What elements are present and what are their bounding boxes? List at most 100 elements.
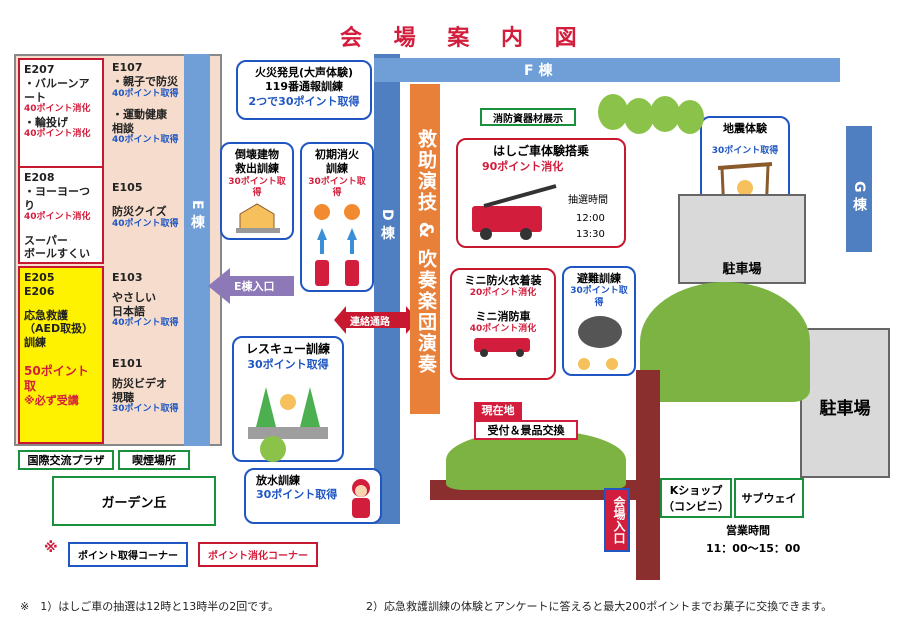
room-e208[interactable]: E208 ・ヨーヨーつり 40ポイント消化 スーパー ボールすくい (18, 166, 104, 264)
points-label: 40ポイント取得 (112, 135, 179, 146)
activity-label: 防災ビデオ (112, 376, 167, 390)
activity-label: 訓練 (24, 336, 46, 349)
international-plaza[interactable]: 国際交流プラザ (18, 450, 114, 470)
points-label: 30ポイント取得 (228, 176, 286, 199)
tree-icon (624, 98, 654, 134)
activity-label: ・ヨーヨーつり (24, 184, 90, 212)
card-fire-report[interactable]: 火災発見(大声体験)119番通報訓練 2つで30ポイント取得 (236, 60, 372, 120)
room-code: E103 (112, 271, 143, 284)
card-initial-fire[interactable]: 初期消火訓練 30ポイント取得 (300, 142, 374, 292)
hours-value: 11：00～15：00 (706, 542, 801, 555)
tree-icon (676, 100, 704, 134)
room-code: E207 (24, 63, 55, 76)
points-label: 40ポイント消化 (24, 212, 91, 223)
mini-fire-engine-icon (474, 337, 530, 357)
points-label: 30ポイント取得 (570, 286, 628, 308)
legend-use-points: ポイント消化コーナー (198, 542, 318, 567)
footnote-1: ※ 1）はしご車の抽選は12時と13時半の2回です。 (20, 600, 280, 613)
room-code: E105 (112, 181, 143, 194)
tree-icon (598, 94, 628, 130)
arrow-left-icon (208, 268, 294, 304)
card-ladder-truck[interactable]: はしご車体験搭乗 90ポイント消化 抽選時間 12:00 13:30 (456, 138, 626, 248)
parking-lot-north: 駐車場 (678, 194, 806, 284)
lottery-time-label: 抽選時間 (568, 195, 608, 206)
points-label: 30ポイント取得 (112, 404, 179, 415)
card-mini-gear[interactable]: ミニ防火衣着装 20ポイント消化 ミニ消防車 40ポイント消化 (450, 268, 556, 380)
activity-label: やさしい (112, 290, 156, 304)
hill-south (446, 430, 626, 490)
room-e207[interactable]: E207 ・バルーンアート 40ポイント消化 ・輪投げ 40ポイント消化 (18, 58, 104, 168)
legend-get-points: ポイント取得コーナー (68, 542, 188, 567)
road-f: F 棟 (374, 58, 840, 82)
road-g: G 棟 (846, 126, 872, 252)
reception-label[interactable]: 受付＆景品交換 (474, 420, 578, 440)
room-e101[interactable]: E101 防災ビデオ 視聴 30ポイント取得 (108, 354, 186, 444)
hill-east (640, 282, 810, 402)
points-label: 40ポイント消化 (469, 324, 537, 335)
venue-entrance[interactable]: 会場入口 (604, 488, 630, 552)
room-code: E107 (112, 61, 143, 74)
evacuation-smoke-icon (578, 315, 622, 370)
k-shop[interactable]: Kショップ（コンビニ） (660, 478, 732, 518)
garden-hill[interactable]: ガーデン丘 (52, 476, 216, 526)
parking-lot-east: 駐車場 (800, 328, 890, 478)
room-code: E208 (24, 171, 55, 184)
points-label: 20ポイント消化 (469, 288, 537, 299)
points-label: 40ポイント取得 (112, 318, 179, 329)
points-label: 30ポイント取得 (308, 176, 366, 199)
activity-label: 応急救護 (24, 308, 68, 322)
road-d-label: D 棟 (379, 208, 395, 240)
lottery-time: 12:00 (576, 213, 605, 224)
card-evacuation[interactable]: 避難訓練 30ポイント取得 (562, 266, 636, 376)
fire-extinguisher-icon (314, 203, 360, 286)
room-code: E101 (112, 357, 143, 370)
hours-label: 営業時間 (726, 524, 770, 537)
points-label: 40ポイント取得 (112, 88, 179, 99)
card-rescue-training[interactable]: レスキュー訓練 30ポイント取得 (232, 336, 344, 462)
activity-label: 日本語 (112, 304, 145, 318)
smoking-area[interactable]: 喫煙場所 (118, 450, 190, 470)
activity-label: ボールすくい (24, 247, 90, 261)
required-note: ※必ず受講 (24, 393, 79, 407)
double-arrow-icon (334, 306, 418, 334)
lottery-time: 13:30 (576, 229, 605, 240)
road-e-label: E 棟 (189, 199, 205, 229)
road-e: E 棟 (184, 54, 210, 446)
points-label: 30ポイント取得 (256, 488, 338, 502)
ladder-truck-icon (472, 184, 557, 240)
room-code: E205 (24, 271, 55, 284)
tree-icon (260, 436, 286, 462)
card-collapse-rescue[interactable]: 倒壊建物救出訓練 30ポイント取得 (220, 142, 294, 240)
points-label: 40ポイント消化 (24, 104, 91, 115)
tree-icon (650, 96, 680, 132)
equipment-display-label: 消防資器材展示 (480, 108, 576, 126)
room-code: E206 (24, 284, 55, 298)
room-e205-e206[interactable]: E205 E206 応急救護 （AED取扱） 訓練 50ポイント取 ※必ず受講 (18, 266, 104, 444)
e-entrance-arrow[interactable]: E棟入口 (208, 268, 294, 304)
footnote-2: 2）応急救護訓練の体験とアンケートに答えると最大200ポイントまでお菓子に交換で… (366, 600, 833, 613)
room-e103[interactable]: E103 やさしい 日本語 40ポイント取得 (108, 268, 186, 354)
activity-label: 相談 (112, 121, 134, 135)
activity-label: ・バルーンアート (24, 76, 90, 104)
points-label: 50ポイント取 (24, 363, 89, 393)
room-e107[interactable]: E107 ・親子で防災 40ポイント取得 ・運動健康 相談 40ポイント取得 (108, 58, 186, 178)
path-brown (636, 370, 660, 580)
activity-label: ・親子で防災 (112, 74, 178, 88)
points-label: 30ポイント取得 (711, 146, 779, 157)
activity-label: ・輪投げ (24, 115, 68, 129)
room-e105[interactable]: E105 防災クイズ 40ポイント取得 (108, 178, 186, 268)
connector-passage[interactable]: 連絡通路 (334, 306, 418, 334)
road-g-label: G 棟 (851, 180, 867, 212)
activity-label: （AED取扱） (24, 322, 94, 336)
activity-label: スーパー (24, 233, 68, 247)
card-water-training[interactable]: 放水訓練 30ポイント取得 (244, 468, 382, 524)
firefighter-icon (352, 479, 370, 518)
road-f-label: F 棟 (524, 63, 553, 79)
points-label: 2つで30ポイント取得 (248, 94, 360, 108)
points-label: 40ポイント取得 (112, 218, 179, 229)
subway-shop[interactable]: サブウェイ (734, 478, 804, 518)
connector-label: 連絡通路 (350, 317, 390, 328)
rescue-scene-icon (248, 386, 328, 439)
points-label: 40ポイント消化 (24, 129, 91, 140)
performance-banner: 救助演技 & 吹奏楽団演奏 (410, 84, 440, 414)
